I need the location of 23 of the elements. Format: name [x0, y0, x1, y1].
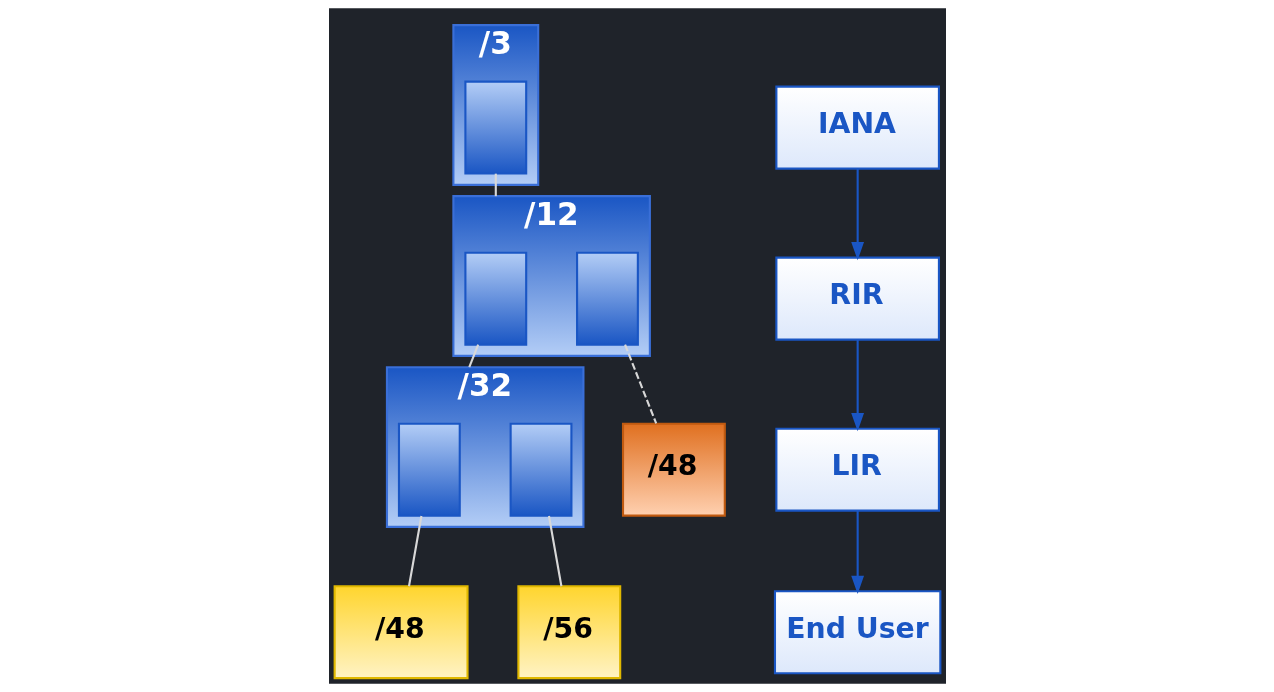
node-box	[575, 251, 639, 346]
node-box: LIR	[774, 427, 940, 512]
connector	[623, 344, 657, 424]
cluster: /3	[451, 24, 539, 186]
node-box: End User	[773, 590, 941, 675]
node-box: /56	[516, 585, 621, 680]
cluster: /32	[385, 366, 584, 528]
arrow	[850, 339, 864, 432]
connector	[407, 515, 422, 587]
connector	[494, 173, 497, 197]
node-box: /48	[621, 422, 726, 517]
node-box	[463, 80, 527, 175]
node-box	[397, 422, 461, 517]
node-box	[463, 251, 527, 346]
node-box	[509, 422, 572, 517]
node-box: IANA	[774, 85, 940, 170]
cluster: /12	[451, 195, 651, 357]
node-box: /48	[333, 585, 469, 680]
arrow	[850, 168, 864, 261]
connector	[467, 344, 479, 368]
node-box: RIR	[774, 256, 940, 341]
connector	[547, 515, 562, 587]
arrow	[850, 511, 864, 595]
